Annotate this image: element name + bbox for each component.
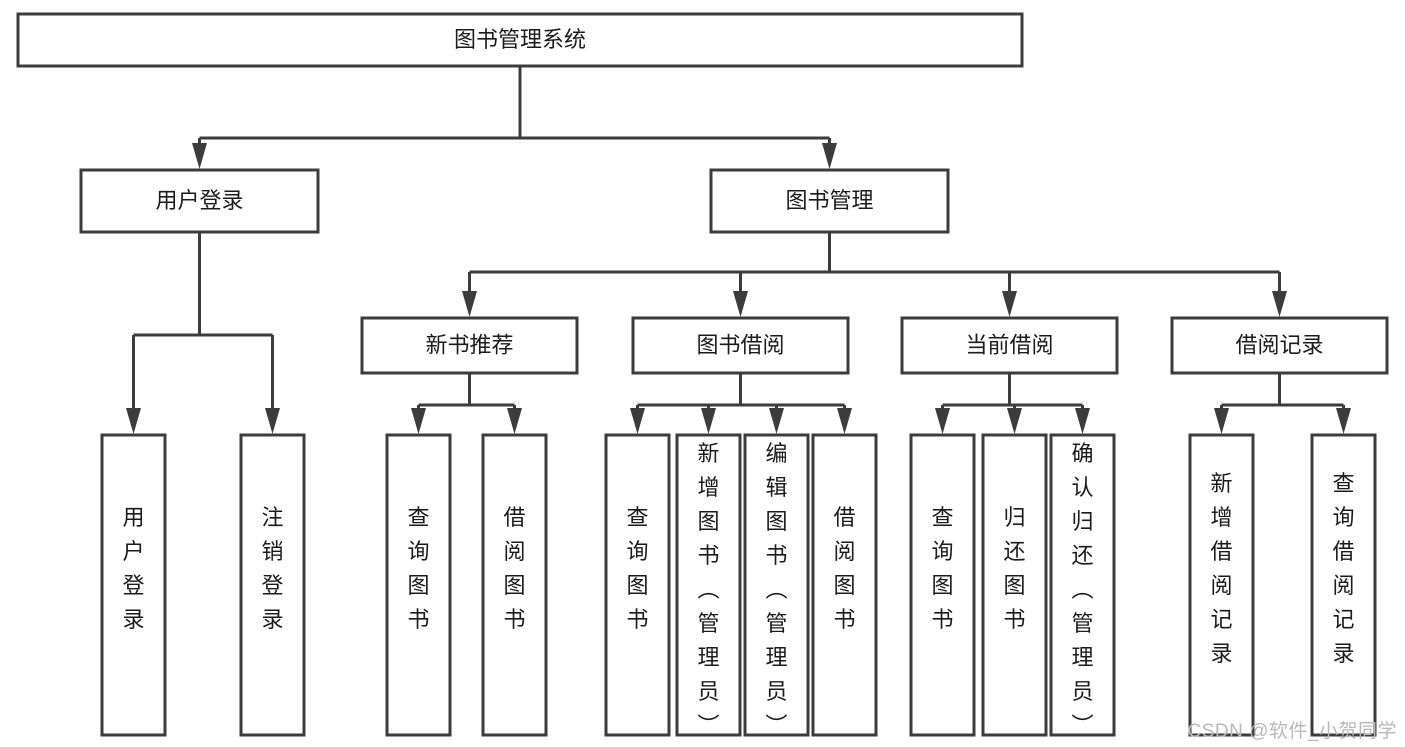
node-label: 借阅记录 — [1235, 332, 1323, 357]
node-root[interactable]: 图书管理系统 — [16, 12, 1024, 68]
node-user-login[interactable]: 用户登录 — [79, 168, 320, 234]
node-box — [631, 316, 850, 375]
arrow-head-icon — [411, 408, 426, 434]
node-box — [239, 433, 306, 737]
node-box — [743, 433, 810, 737]
node-leaf-return-book[interactable]: 归还图书 — [981, 433, 1048, 737]
node-leaf-edit-book[interactable]: 编辑图书︵管理员︶ — [743, 433, 810, 738]
node-box — [481, 433, 548, 737]
arrow-head-icon — [1007, 408, 1022, 434]
node-leaf-query-book-1[interactable]: 查询图书 — [385, 433, 452, 737]
node-label: 新增图书︵管理员︶ — [697, 441, 719, 738]
connector-group-borrow-record — [1214, 373, 1351, 434]
node-label: 图书管理系统 — [454, 27, 586, 52]
node-leaf-add-book[interactable]: 新增图书︵管理员︶ — [675, 433, 742, 738]
connector-group-root — [192, 66, 837, 169]
node-box — [811, 433, 878, 737]
arrow-head-icon — [1002, 291, 1017, 317]
arrow-head-icon — [822, 143, 837, 169]
node-leaf-user-logout[interactable]: 注销登录 — [239, 433, 306, 737]
node-box — [604, 433, 671, 737]
arrow-head-icon — [630, 408, 645, 434]
node-label: 图书管理 — [785, 188, 873, 213]
node-box — [385, 433, 452, 737]
node-label: 图书借阅 — [696, 332, 784, 357]
arrow-head-icon — [1214, 408, 1229, 434]
connectors-layer — [126, 66, 1351, 434]
node-label: 编辑图书︵管理员︶ — [765, 441, 787, 738]
node-box — [16, 12, 1024, 68]
arrow-head-icon — [733, 291, 748, 317]
connector-group-current-borrow — [935, 373, 1090, 434]
node-label: 查询图书 — [407, 505, 429, 632]
node-leaf-add-record[interactable]: 新增借阅记录 — [1188, 433, 1255, 737]
node-label: 用户登录 — [155, 188, 243, 213]
node-label: 查询借阅记录 — [1332, 471, 1354, 666]
arrow-head-icon — [265, 408, 280, 434]
connector-group-book-borrow — [630, 373, 852, 434]
node-borrow-record[interactable]: 借阅记录 — [1170, 316, 1389, 375]
node-label: 查询图书 — [626, 505, 648, 632]
node-box — [909, 433, 976, 737]
node-leaf-borrow-book-1[interactable]: 借阅图书 — [481, 433, 548, 737]
node-leaf-query-book-3[interactable]: 查询图书 — [909, 433, 976, 737]
connector-group-new-book-recommend — [411, 373, 522, 434]
node-box — [709, 168, 950, 234]
arrow-head-icon — [701, 408, 716, 434]
node-box — [900, 316, 1119, 375]
arrow-head-icon — [1075, 408, 1090, 434]
arrow-head-icon — [462, 291, 477, 317]
node-box — [675, 433, 742, 737]
node-box — [1049, 433, 1116, 737]
node-label: 归还图书 — [1003, 505, 1025, 632]
node-label: 借阅图书 — [503, 505, 525, 632]
node-box — [360, 316, 579, 375]
node-label: 查询图书 — [931, 505, 953, 632]
node-label: 注销登录 — [261, 505, 283, 632]
node-label: 确认归还︵管理员︶ — [1071, 441, 1093, 738]
nodes-layer: 图书管理系统用户登录图书管理新书推荐图书借阅当前借阅借阅记录用户登录注销登录查询… — [16, 12, 1389, 738]
node-leaf-query-record[interactable]: 查询借阅记录 — [1310, 433, 1377, 737]
node-label: 新书推荐 — [425, 332, 513, 357]
node-leaf-confirm-return[interactable]: 确认归还︵管理员︶ — [1049, 433, 1116, 738]
node-box — [100, 433, 167, 737]
arrow-head-icon — [837, 408, 852, 434]
node-leaf-query-book-2[interactable]: 查询图书 — [604, 433, 671, 737]
connector-group-user-login — [126, 232, 280, 434]
arrow-head-icon — [1336, 408, 1351, 434]
node-box — [79, 168, 320, 234]
node-box — [981, 433, 1048, 737]
node-box — [1188, 433, 1255, 737]
node-current-borrow[interactable]: 当前借阅 — [900, 316, 1119, 375]
arrow-head-icon — [507, 408, 522, 434]
arrow-head-icon — [192, 143, 207, 169]
connector-group-book-manage — [462, 232, 1287, 317]
node-box — [1170, 316, 1389, 375]
node-new-book-recommend[interactable]: 新书推荐 — [360, 316, 579, 375]
node-label: 新增借阅记录 — [1210, 471, 1232, 666]
arrow-head-icon — [935, 408, 950, 434]
node-leaf-user-login[interactable]: 用户登录 — [100, 433, 167, 737]
node-box — [1310, 433, 1377, 737]
node-book-manage[interactable]: 图书管理 — [709, 168, 950, 234]
node-label: 用户登录 — [122, 505, 144, 632]
node-label: 借阅图书 — [833, 505, 855, 632]
node-book-borrow[interactable]: 图书借阅 — [631, 316, 850, 375]
node-label: 当前借阅 — [965, 332, 1053, 357]
arrow-head-icon — [126, 408, 141, 434]
node-leaf-borrow-book-2[interactable]: 借阅图书 — [811, 433, 878, 737]
arrow-head-icon — [769, 408, 784, 434]
arrow-head-icon — [1272, 291, 1287, 317]
